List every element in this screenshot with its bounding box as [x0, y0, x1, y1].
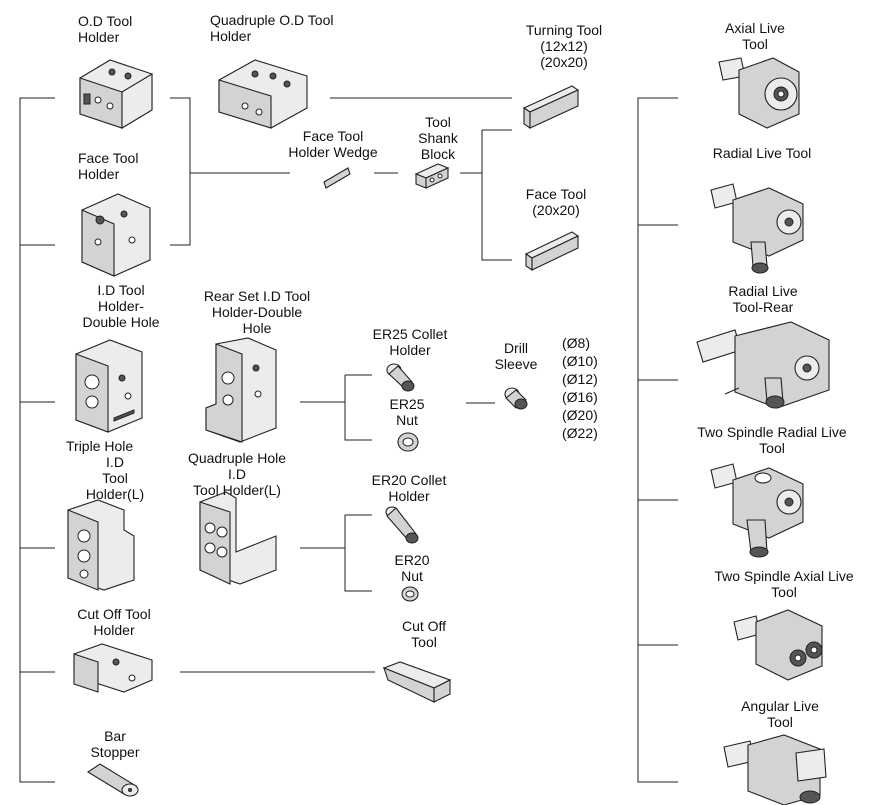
rear-set-id-tool-holder-image — [206, 338, 276, 442]
face-tool-image — [526, 232, 578, 270]
turning-tool-image — [524, 86, 578, 128]
radial-live-tool-image — [711, 184, 803, 273]
bar-stopper-image — [88, 764, 138, 796]
id-tool-holder-double-hole-image — [76, 340, 142, 432]
triple-hole-tool-holder-image — [68, 500, 134, 590]
face-tool-holder-image — [82, 194, 150, 276]
cut-off-tool-holder-image — [74, 644, 152, 692]
er25-collet-holder-image — [387, 364, 414, 391]
label-radial-live-tool: Radial Live Tool — [700, 145, 824, 161]
angular-live-tool-image — [724, 735, 826, 805]
er20-collet-holder-image — [386, 507, 418, 543]
label-face-tool: Face Tool(20x20) — [518, 186, 594, 218]
drill-sleeve-image — [505, 388, 527, 409]
axial-live-tool-image — [719, 58, 799, 128]
er20-nut-image — [402, 587, 418, 601]
quadruple-hole-id-tool-holder-image — [200, 492, 276, 584]
two-spindle-radial-live-tool-image — [711, 464, 803, 557]
two-spindle-axial-live-tool-image — [734, 610, 822, 680]
label-triple-hole: Triple Hole — [66, 438, 133, 454]
face-tool-holder-wedge-image — [324, 168, 350, 188]
od-tool-holder-image — [80, 60, 152, 128]
tool-shank-block-image — [416, 164, 448, 188]
label-turning-tool: Turning Tool(12x12)(20x20) — [518, 22, 610, 70]
right-bracket-line — [638, 98, 678, 782]
quadruple-od-tool-holder-image — [219, 60, 307, 128]
label-sleeve-sizes: (Ø8)(Ø10)(Ø12) (Ø16)(Ø20)(Ø22) — [562, 334, 598, 442]
er25-nut-image — [398, 433, 418, 451]
radial-live-tool-rear-image — [697, 322, 829, 408]
left-bracket-line — [20, 98, 55, 782]
cut-off-tool-image — [384, 662, 450, 702]
